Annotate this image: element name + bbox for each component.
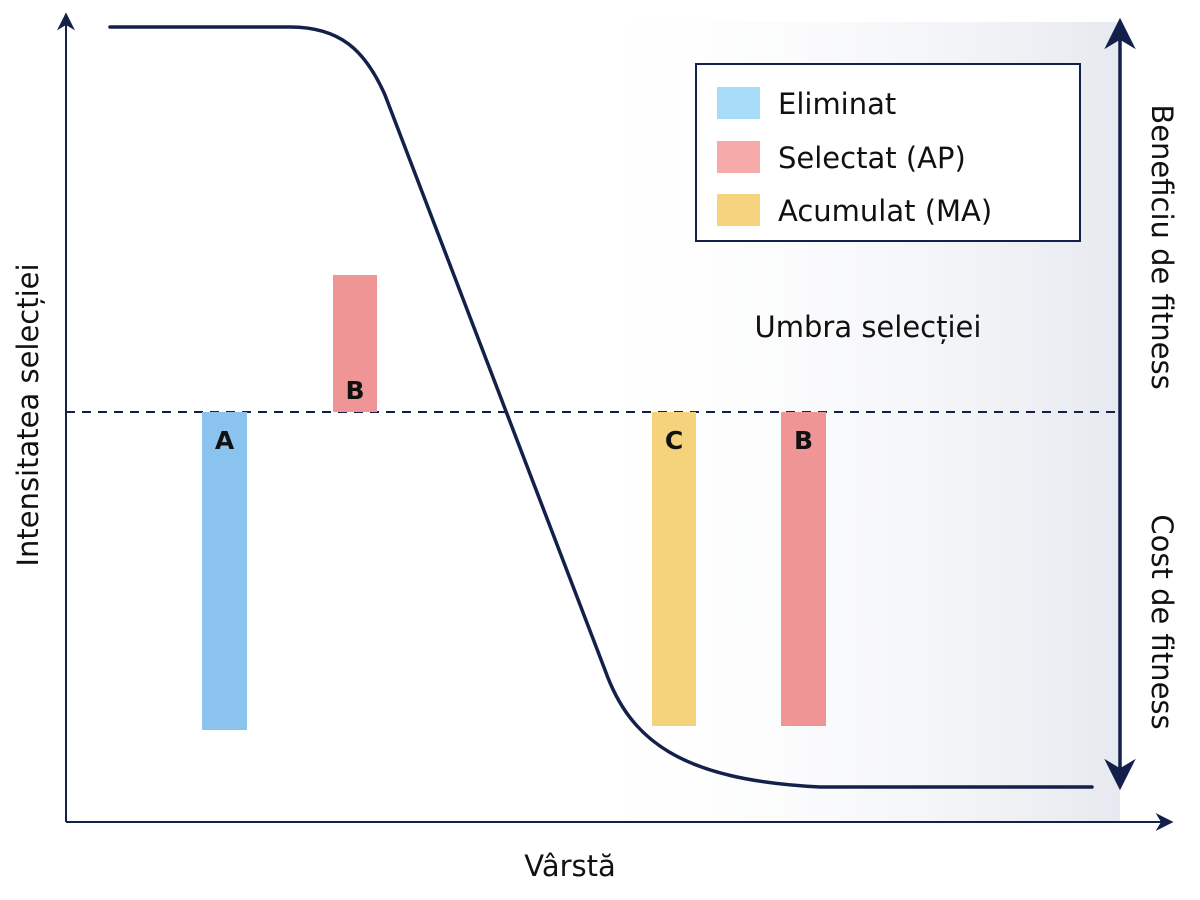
bar-b-early-label: B bbox=[345, 376, 364, 405]
x-axis-title: Vârstă bbox=[524, 849, 616, 883]
legend: Eliminat Selectat (AP) Acumulat (MA) bbox=[695, 63, 1081, 242]
bar-a-label: A bbox=[215, 426, 235, 455]
bar-b-late-label: B bbox=[794, 426, 813, 455]
bar-c bbox=[652, 412, 696, 726]
fitness-cost-label: Cost de fitness bbox=[1145, 514, 1179, 729]
bar-b-late bbox=[781, 412, 826, 726]
bar-c-label: C bbox=[665, 426, 683, 455]
y-axis-title: Intensitatea selecției bbox=[11, 263, 45, 566]
legend-swatch-eliminat bbox=[717, 87, 760, 119]
legend-swatch-acumulat bbox=[717, 194, 760, 226]
bar-b-early bbox=[333, 275, 377, 412]
legend-swatch-selectat bbox=[717, 141, 760, 173]
selection-intensity-curve bbox=[108, 25, 1094, 789]
selection-shadow-label: Umbra selecției bbox=[755, 310, 982, 344]
bars-layer: A B C B bbox=[202, 275, 826, 730]
fitness-benefit-label: Beneficiu de fitness bbox=[1145, 104, 1179, 389]
legend-label-selectat: Selectat (AP) bbox=[778, 141, 966, 175]
legend-label-eliminat: Eliminat bbox=[778, 87, 896, 121]
legend-label-acumulat: Acumulat (MA) bbox=[778, 194, 992, 228]
bar-a bbox=[202, 412, 247, 730]
